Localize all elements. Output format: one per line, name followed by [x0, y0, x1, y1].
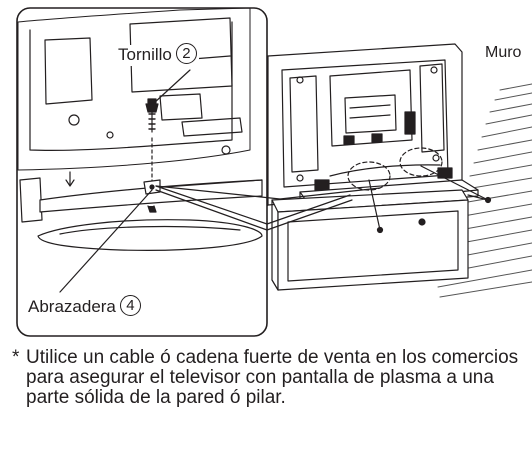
footnote-text: Utilice un cable ó cadena fuerte de vent… — [26, 347, 519, 408]
tv-wall-fastening-illustration — [16, 7, 532, 337]
muro-label-text: Muro — [485, 44, 522, 61]
attachment-points — [347, 147, 492, 234]
securing-cables — [266, 187, 381, 231]
muro-label: Muro — [485, 43, 521, 63]
wall-cable-line — [467, 194, 489, 201]
tornillo-label-text: Tornillo — [118, 45, 172, 64]
abrazadera-label-text: Abrazadera — [28, 297, 116, 316]
magnified-inset — [16, 7, 281, 337]
furniture-cabinet — [271, 189, 469, 291]
footnote: * Utilice un cable ó cadena fuerte de ve… — [12, 348, 524, 408]
footnote-marker: * — [12, 347, 20, 368]
tornillo-leader-line — [153, 69, 191, 104]
abrazadera-part-number: 4 — [119, 295, 141, 317]
tornillo-part-number: 2 — [175, 43, 197, 65]
abrazadera-leader-line — [59, 189, 153, 293]
clamp-and-screw — [143, 98, 161, 213]
